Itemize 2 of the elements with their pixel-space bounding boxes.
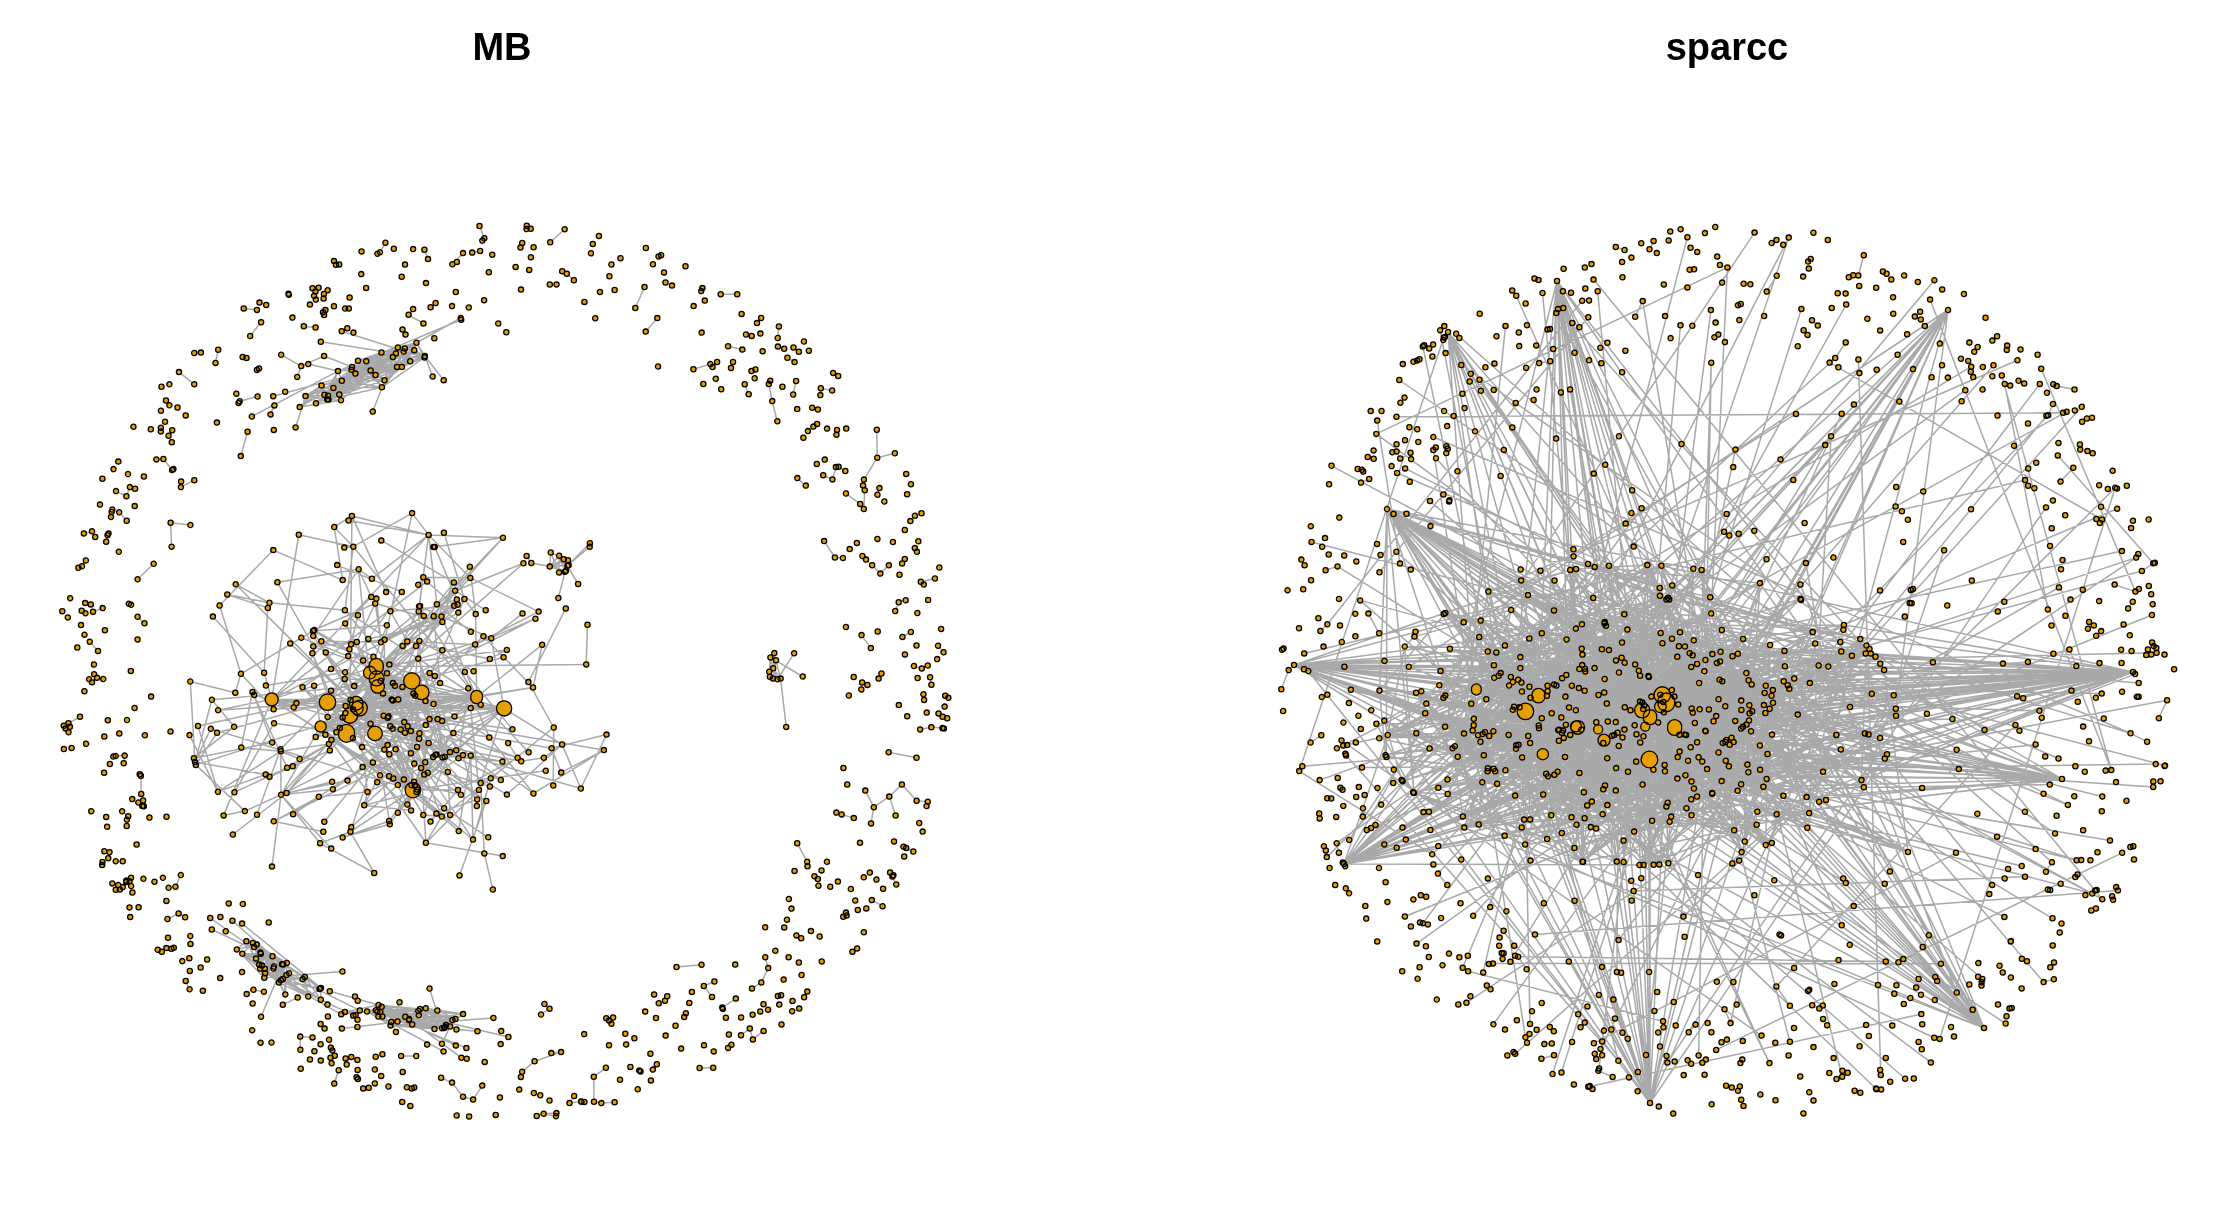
panel-title: MB: [471, 28, 533, 66]
panel-title: sparcc: [1664, 28, 1790, 66]
